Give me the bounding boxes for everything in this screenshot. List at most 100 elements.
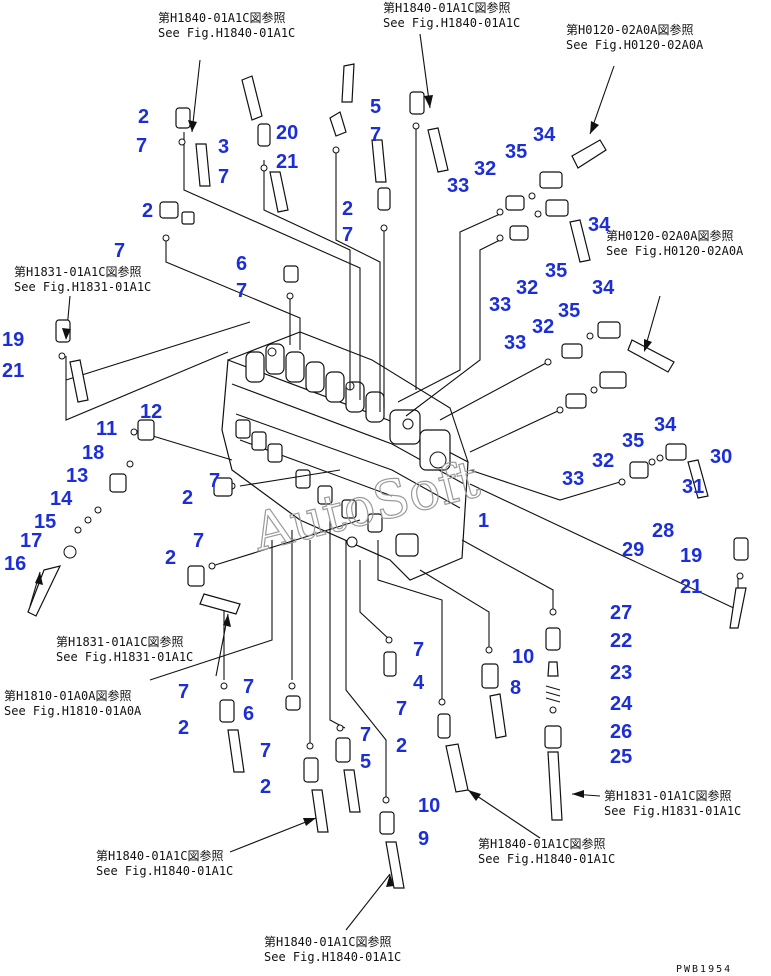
figure-reference-japanese: 第H0120-02A0A図参照 (606, 228, 733, 243)
figure-reference-english: See Fig.H1840-01A1C (264, 950, 401, 964)
part-number-label: 32 (474, 158, 496, 180)
part-number-label: 25 (610, 746, 632, 768)
part-number-label: 14 (50, 488, 73, 510)
part-number-label: 7 (136, 135, 147, 157)
part-number-label: 28 (652, 520, 674, 542)
part-number-label: 7 (413, 639, 424, 661)
part-number-label: 26 (610, 721, 632, 743)
part-number-label: 34 (588, 214, 611, 236)
figure-reference-japanese: 第H1840-01A1C図参照 (264, 934, 391, 949)
part-number-label: 4 (413, 672, 425, 694)
part-number-label: 21 (276, 151, 298, 173)
part-number-label: 19 (2, 329, 24, 351)
part-number-label: 13 (66, 465, 88, 487)
part-number-label: 16 (4, 553, 26, 575)
figure-reference-english: See Fig.H0120-02A0A (606, 244, 744, 258)
part-number-label: 5 (370, 96, 381, 118)
part-number-label: 35 (622, 430, 644, 452)
part-number-label: 7 (260, 740, 271, 762)
figure-reference-japanese: 第H1810-01A0A図参照 (4, 688, 131, 703)
part-number-label: 29 (622, 539, 644, 561)
part-number-label: 34 (654, 414, 677, 436)
part-number-label: 7 (209, 470, 220, 492)
part-number-label: 27 (610, 602, 632, 624)
figure-reference-english: See Fig.H0120-02A0A (566, 38, 704, 52)
part-number-label: 33 (489, 294, 511, 316)
part-number-label: 33 (504, 332, 526, 354)
reference-arrows (35, 95, 652, 887)
figure-reference-english: See Fig.H1840-01A1C (478, 852, 615, 866)
leader-lines (29, 33, 739, 931)
part-number-label: 20 (276, 122, 298, 144)
part-number-label: 19 (680, 545, 702, 567)
figure-reference-english: See Fig.H1840-01A1C (96, 864, 233, 878)
part-number-label: 3 (218, 136, 229, 158)
part-number-label: 7 (342, 224, 353, 246)
part-number-label: 1 (478, 510, 489, 532)
part-number-label: 8 (510, 677, 521, 699)
part-number-label: 35 (558, 300, 580, 322)
figure-reference-japanese: 第H1840-01A1C図参照 (96, 848, 223, 863)
part-number-label: 35 (505, 141, 527, 163)
part-number-label: 32 (592, 450, 614, 472)
figure-reference-japanese: 第H1831-01A1C図参照 (604, 788, 731, 803)
figure-reference-english: See Fig.H1831-01A1C (14, 280, 151, 294)
part-number-label: 2 (165, 547, 176, 569)
part-number-label: 7 (218, 166, 229, 188)
figure-reference-japanese: 第H1831-01A1C図参照 (14, 264, 141, 279)
figure-reference-english: See Fig.H1831-01A1C (604, 804, 741, 818)
part-number-label: 21 (2, 360, 24, 382)
part-number-label: 7 (243, 676, 254, 698)
drawing-code-layer: PWB1954 (676, 964, 730, 975)
part-number-label: 6 (243, 703, 254, 725)
part-number-label: 30 (710, 446, 732, 468)
part-number-label: 10 (418, 795, 440, 817)
part-number-label: 35 (545, 260, 567, 282)
part-number-label: 31 (682, 476, 704, 498)
part-number-label: 2 (178, 717, 189, 739)
part-number-label: 17 (20, 530, 42, 552)
part-number-label: 9 (418, 828, 429, 850)
part-number-label: 5 (360, 751, 371, 773)
part-number-label: 21 (680, 576, 702, 598)
part-number-label: 7 (114, 240, 125, 262)
part-number-label: 12 (140, 401, 162, 423)
part-number-label: 2 (396, 735, 407, 757)
part-number-label: 10 (512, 646, 534, 668)
part-number-label: 33 (562, 468, 584, 490)
part-number-label: 22 (610, 630, 632, 652)
figure-reference-japanese: 第H1840-01A1C図参照 (383, 0, 510, 15)
part-number-label: 7 (178, 681, 189, 703)
part-number-label: 7 (396, 698, 407, 720)
figure-reference-japanese: 第H1840-01A1C図参照 (158, 10, 285, 25)
part-number-label: 2 (182, 487, 193, 509)
part-number-label: 24 (610, 693, 633, 715)
part-number-label: 7 (236, 280, 247, 302)
part-number-label: 18 (82, 442, 104, 464)
part-number-label: 23 (610, 662, 632, 684)
part-number-label: 34 (533, 124, 556, 146)
part-number-label: 32 (516, 277, 538, 299)
figure-reference-english: See Fig.H1840-01A1C (158, 26, 295, 40)
part-number-label: 6 (236, 253, 247, 275)
part-number-label: 2 (138, 106, 149, 128)
part-number-label: 32 (532, 316, 554, 338)
part-number-label: 2 (142, 200, 153, 222)
part-number-label: 34 (592, 277, 615, 299)
part-number-label: 7 (193, 530, 204, 552)
figure-reference-english: See Fig.H1810-01A0A (4, 704, 142, 718)
